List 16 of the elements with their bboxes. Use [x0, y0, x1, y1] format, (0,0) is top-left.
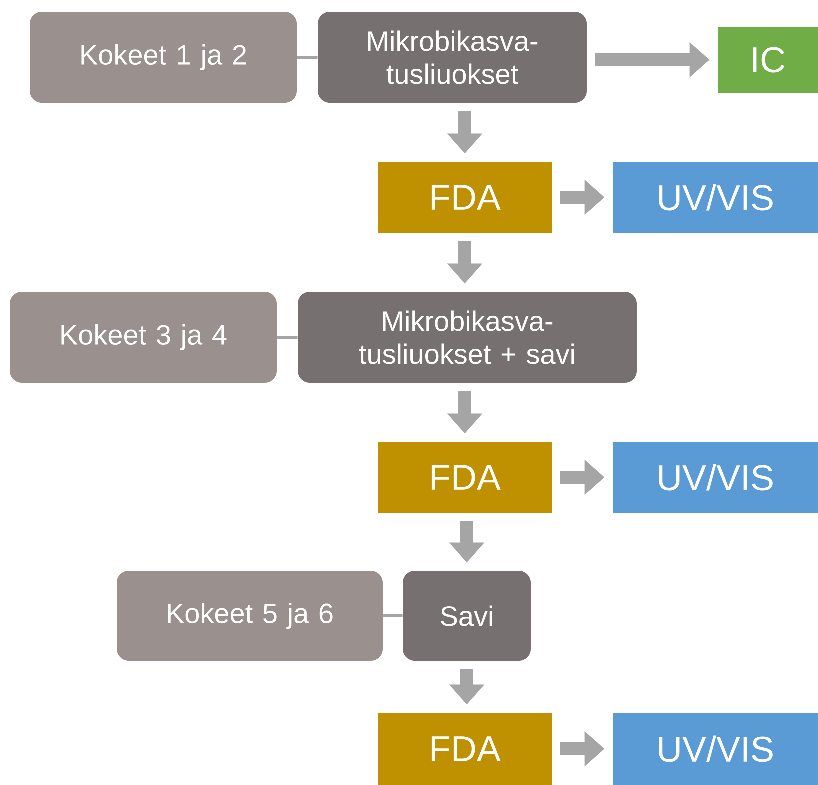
method-box: FDA	[378, 713, 552, 785]
method-box: UV/VIS	[613, 162, 818, 233]
experiment-box: Kokeet 1 ja 2	[30, 12, 297, 103]
process-box: Savi	[403, 571, 531, 661]
experiment-box: Kokeet 3 ja 4	[10, 292, 277, 383]
method-box: FDA	[378, 162, 552, 233]
connector-line	[297, 56, 318, 59]
method-box: IC	[718, 27, 818, 93]
method-box: UV/VIS	[613, 442, 818, 513]
process-box: Mikrobikasva- tusliuokset + savi	[298, 292, 637, 383]
method-box: FDA	[378, 442, 552, 513]
connector-line	[383, 614, 403, 618]
connector-line	[277, 336, 298, 339]
method-box: UV/VIS	[613, 713, 818, 785]
process-box: Mikrobikasva- tusliuokset	[318, 12, 587, 103]
experiment-box: Kokeet 5 ja 6	[117, 571, 383, 661]
